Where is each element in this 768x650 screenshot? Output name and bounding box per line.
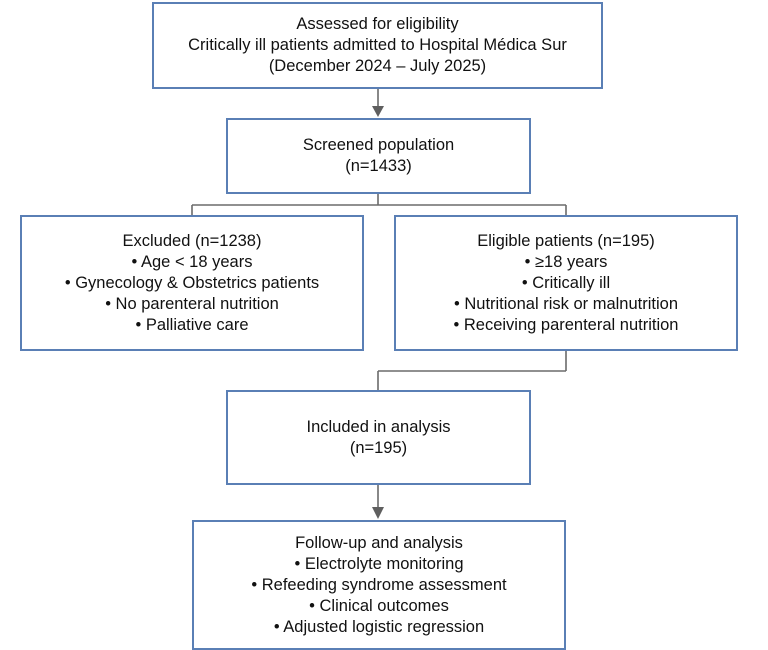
screened-box: Screened population (n=1433) — [226, 118, 531, 194]
followup-item: • Clinical outcomes — [309, 597, 449, 615]
screened-title: Screened population — [302, 136, 455, 154]
followup-box: Follow-up and analysis • Electrolyte mon… — [192, 520, 566, 650]
eligible-item: • Nutritional risk or malnutrition — [453, 294, 678, 313]
eligibility-population: Critically ill patients admitted to Hosp… — [188, 36, 567, 54]
eligibility-box: Assessed for eligibility Critically ill … — [152, 2, 603, 89]
excluded-box: Excluded (n=1238) • Age < 18 years • Gyn… — [20, 215, 364, 351]
included-box: Included in analysis (n=195) — [226, 390, 531, 485]
eligible-box: Eligible patients (n=195) • ≥18 years • … — [394, 215, 738, 351]
eligible-item: • Critically ill — [521, 273, 611, 292]
arrowhead-screened — [372, 106, 384, 117]
excluded-item: • No parenteral nutrition — [105, 294, 279, 313]
excluded-item: • Gynecology & Obstetrics patients — [64, 273, 320, 292]
followup-item: • Adjusted logistic regression — [273, 618, 485, 636]
eligible-title: Eligible patients (n=195) — [477, 231, 655, 250]
eligible-item: • Receiving parenteral nutrition — [453, 315, 679, 334]
eligibility-title: Assessed for eligibility — [296, 15, 459, 33]
included-title: Included in analysis — [306, 417, 451, 436]
eligibility-period: (December 2024 – July 2025) — [268, 57, 487, 75]
followup-item: • Electrolyte monitoring — [294, 555, 464, 573]
excluded-item: • Age < 18 years — [131, 252, 253, 271]
excluded-item: • Palliative care — [135, 315, 249, 334]
followup-item: • Refeeding syndrome assessment — [251, 576, 507, 594]
followup-title: Follow-up and analysis — [295, 534, 463, 552]
eligible-item: • ≥18 years — [524, 252, 608, 271]
arrowhead-followup — [372, 507, 384, 519]
screened-count: (n=1433) — [345, 157, 412, 175]
included-count: (n=195) — [349, 438, 408, 457]
excluded-title: Excluded (n=1238) — [122, 231, 262, 250]
